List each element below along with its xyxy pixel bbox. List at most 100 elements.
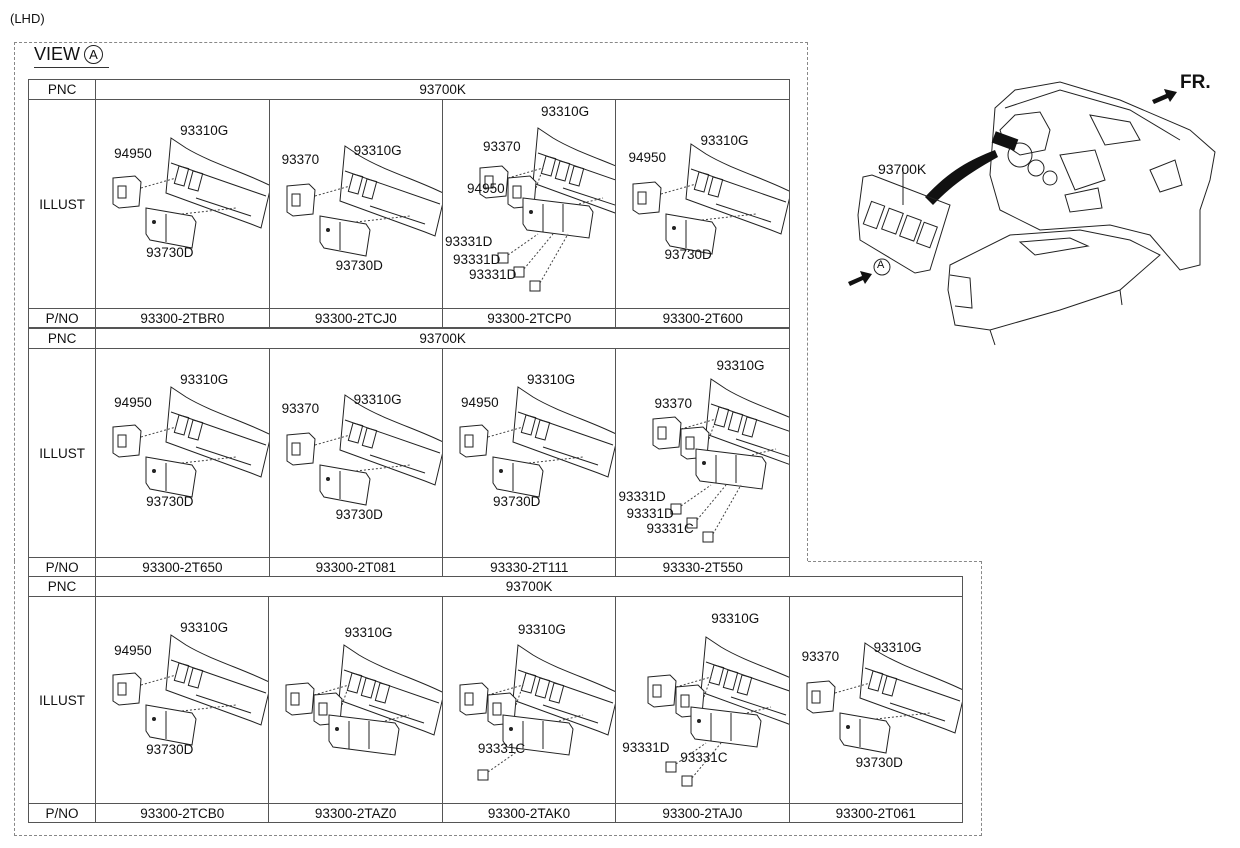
component-exploded-view bbox=[286, 145, 442, 257]
component-exploded-view bbox=[479, 127, 615, 292]
switch-bank bbox=[492, 456, 544, 498]
component-exploded-view bbox=[286, 394, 442, 506]
switch-bank bbox=[319, 464, 371, 506]
part-number[interactable]: 93300-2TAZ0 bbox=[268, 803, 443, 823]
part-number[interactable]: 93300-2TCJ0 bbox=[268, 308, 444, 328]
part-callout: 94950 bbox=[114, 395, 152, 410]
part-number[interactable]: 93330-2T550 bbox=[615, 557, 790, 577]
side-switch bbox=[286, 183, 316, 217]
part-number[interactable]: 93300-2T600 bbox=[615, 308, 790, 328]
component-exploded-view bbox=[112, 386, 269, 498]
side-switch bbox=[112, 175, 142, 209]
part-callout: 93331D bbox=[618, 489, 666, 504]
switch-cap bbox=[513, 266, 525, 278]
view-boundary-step bbox=[808, 561, 982, 562]
switch-bank bbox=[502, 714, 574, 756]
part-number[interactable]: 93300-2TBR0 bbox=[95, 308, 270, 328]
pnc-value: 93700K bbox=[95, 576, 963, 597]
switch-bank bbox=[328, 714, 401, 756]
part-number[interactable]: 93300-2TAK0 bbox=[441, 803, 617, 823]
switch-cap bbox=[686, 517, 698, 529]
illust-row-label: ILLUST bbox=[27, 348, 97, 558]
side-switch bbox=[285, 682, 316, 716]
switch-cap bbox=[670, 503, 682, 515]
side-switch bbox=[479, 165, 509, 199]
part-callout: 93370 bbox=[483, 139, 521, 154]
illust-row-label: ILLUST bbox=[27, 596, 97, 804]
side-switch bbox=[647, 674, 677, 708]
switch-cap bbox=[529, 280, 541, 292]
part-callout: 94950 bbox=[114, 146, 152, 161]
part-callout: 93730D bbox=[335, 507, 383, 522]
part-callout: 93331D bbox=[626, 506, 674, 521]
part-callout: 93310G bbox=[700, 133, 749, 148]
switch-cap bbox=[477, 769, 489, 781]
part-number[interactable]: 93300-2TCB0 bbox=[95, 803, 270, 823]
part-number[interactable]: 93300-2TCP0 bbox=[442, 308, 617, 328]
part-number[interactable]: 93300-2T650 bbox=[95, 557, 270, 577]
switch-bank bbox=[145, 456, 197, 498]
part-callout: 93310G bbox=[344, 625, 393, 640]
side-switch bbox=[652, 416, 683, 450]
component-exploded-view bbox=[806, 642, 962, 754]
view-a-circle bbox=[873, 258, 891, 276]
part-callout: 93310G bbox=[527, 372, 576, 387]
bezel-panel bbox=[705, 378, 789, 465]
front-direction-label: FR. bbox=[1180, 72, 1211, 93]
switch-cap bbox=[681, 775, 693, 787]
switch-bank bbox=[665, 213, 718, 255]
pnc-row-label: PNC bbox=[27, 328, 97, 349]
part-number[interactable]: 93300-2T061 bbox=[788, 803, 964, 823]
part-number[interactable]: 93300-2T081 bbox=[268, 557, 444, 577]
bezel-panel bbox=[339, 145, 442, 237]
part-callout: 93331D bbox=[453, 252, 501, 267]
switch-bank bbox=[695, 448, 768, 490]
part-callout: 93370 bbox=[281, 401, 320, 416]
part-callout: 93310G bbox=[353, 143, 402, 158]
part-number[interactable]: 93300-2TAJ0 bbox=[615, 803, 790, 823]
part-callout: 94950 bbox=[467, 181, 505, 196]
drive-side-label: (LHD) bbox=[10, 11, 45, 26]
switch-panel-assembly bbox=[857, 168, 951, 274]
side-switch bbox=[112, 672, 142, 706]
part-callout: 93331C bbox=[646, 521, 694, 536]
part-callout: 93730D bbox=[146, 742, 194, 757]
component-exploded-view bbox=[632, 143, 789, 255]
part-callout: 93310G bbox=[716, 358, 765, 373]
switch-bank bbox=[839, 712, 891, 754]
part-callout: 93310G bbox=[873, 640, 922, 655]
part-callout: 93331C bbox=[477, 741, 526, 756]
view-marker-label: A bbox=[877, 259, 885, 271]
view-boundary-upper bbox=[14, 42, 808, 561]
side-switch bbox=[112, 424, 142, 458]
component-exploded-view bbox=[112, 137, 269, 249]
bezel-panel bbox=[700, 636, 789, 725]
bezel-panel bbox=[165, 137, 269, 229]
part-callout: 93310G bbox=[711, 611, 760, 626]
part-callout: 93370 bbox=[801, 649, 840, 664]
front-direction-arrow-icon bbox=[1152, 89, 1177, 104]
pointer-arrow bbox=[925, 150, 998, 205]
switch-cap bbox=[665, 761, 677, 773]
component-exploded-view bbox=[459, 644, 615, 781]
pno-row-label: P/NO bbox=[27, 557, 97, 577]
component-exploded-view bbox=[459, 386, 615, 498]
bezel-panel bbox=[339, 394, 442, 486]
part-callout: 93310G bbox=[180, 372, 229, 387]
view-a-arrow-icon bbox=[848, 271, 872, 286]
bezel-panel bbox=[859, 642, 962, 734]
part-number[interactable]: 93330-2T111 bbox=[442, 557, 617, 577]
pnc-value: 93700K bbox=[95, 328, 790, 349]
switch-bank bbox=[690, 706, 762, 748]
component-exploded-view bbox=[285, 644, 442, 756]
